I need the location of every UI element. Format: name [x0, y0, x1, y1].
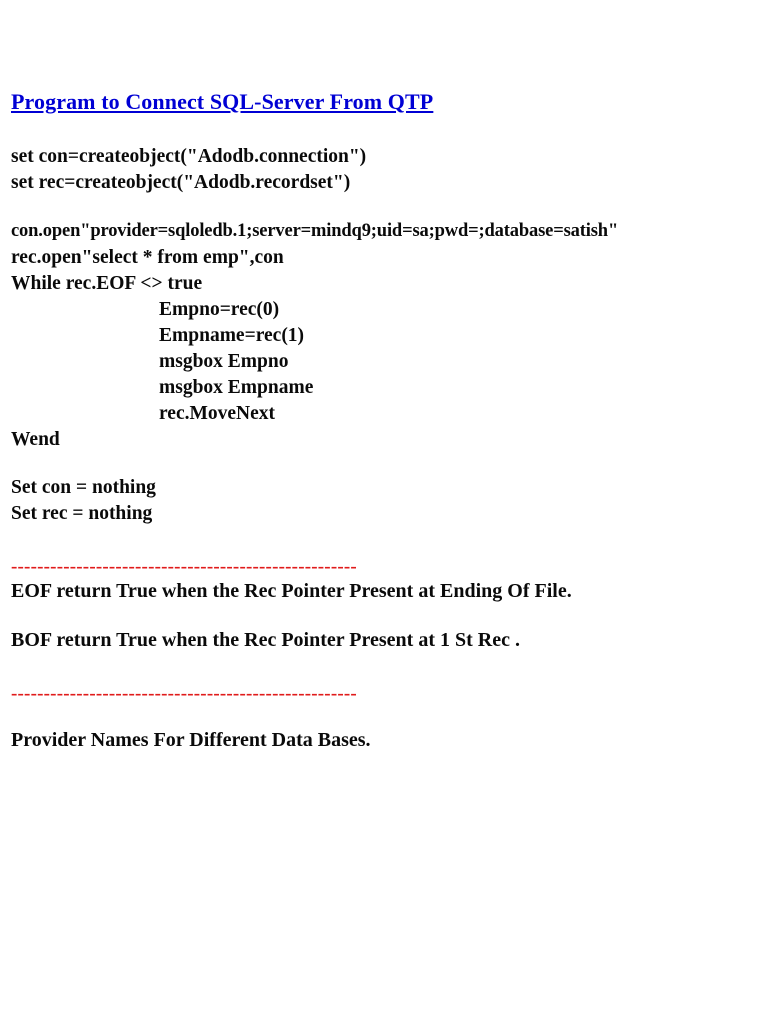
spacer [11, 654, 761, 683]
code-line: msgbox Empno [159, 351, 289, 372]
code-line-connection-string: con.open"provider=sqloledb.1;server=mind… [11, 221, 619, 241]
code-line: Empname=rec(1) [159, 325, 305, 346]
section-divider: ----------------------------------------… [11, 683, 357, 704]
section-divider: ----------------------------------------… [11, 556, 357, 577]
spacer [11, 453, 761, 475]
spacer [11, 115, 761, 144]
spacer [11, 605, 761, 627]
code-line: Set con = nothing [11, 477, 156, 498]
note-bof: BOF return True when the Rec Pointer Pre… [11, 629, 520, 651]
code-line: Wend [11, 429, 60, 450]
code-line: While rec.EOF <> true [11, 273, 203, 294]
spacer [11, 705, 761, 727]
code-line: set rec=createobject("Adodb.recordset") [11, 172, 351, 193]
code-line: msgbox Empname [159, 377, 314, 398]
document-body: Program to Connect SQL-Server From QTP s… [11, 88, 761, 754]
code-line: set con=createobject("Adodb.connection") [11, 146, 367, 167]
note-eof: EOF return True when the Rec Pointer Pre… [11, 580, 572, 602]
code-line: Set rec = nothing [11, 503, 153, 524]
code-line: Empno=rec(0) [159, 299, 280, 320]
code-block-declarations: set con=createobject("Adodb.connection")… [11, 144, 761, 196]
code-line: rec.open"select * from emp",con [11, 247, 284, 268]
spacer [11, 196, 761, 218]
code-block-cleanup: Set con = nothing Set rec = nothing [11, 475, 761, 527]
code-line: rec.MoveNext [159, 403, 276, 424]
page-title: Program to Connect SQL-Server From QTP [11, 89, 434, 114]
footer-heading: Provider Names For Different Data Bases. [11, 729, 371, 751]
code-block-main: con.open"provider=sqloledb.1;server=mind… [11, 218, 761, 453]
spacer [11, 527, 761, 556]
